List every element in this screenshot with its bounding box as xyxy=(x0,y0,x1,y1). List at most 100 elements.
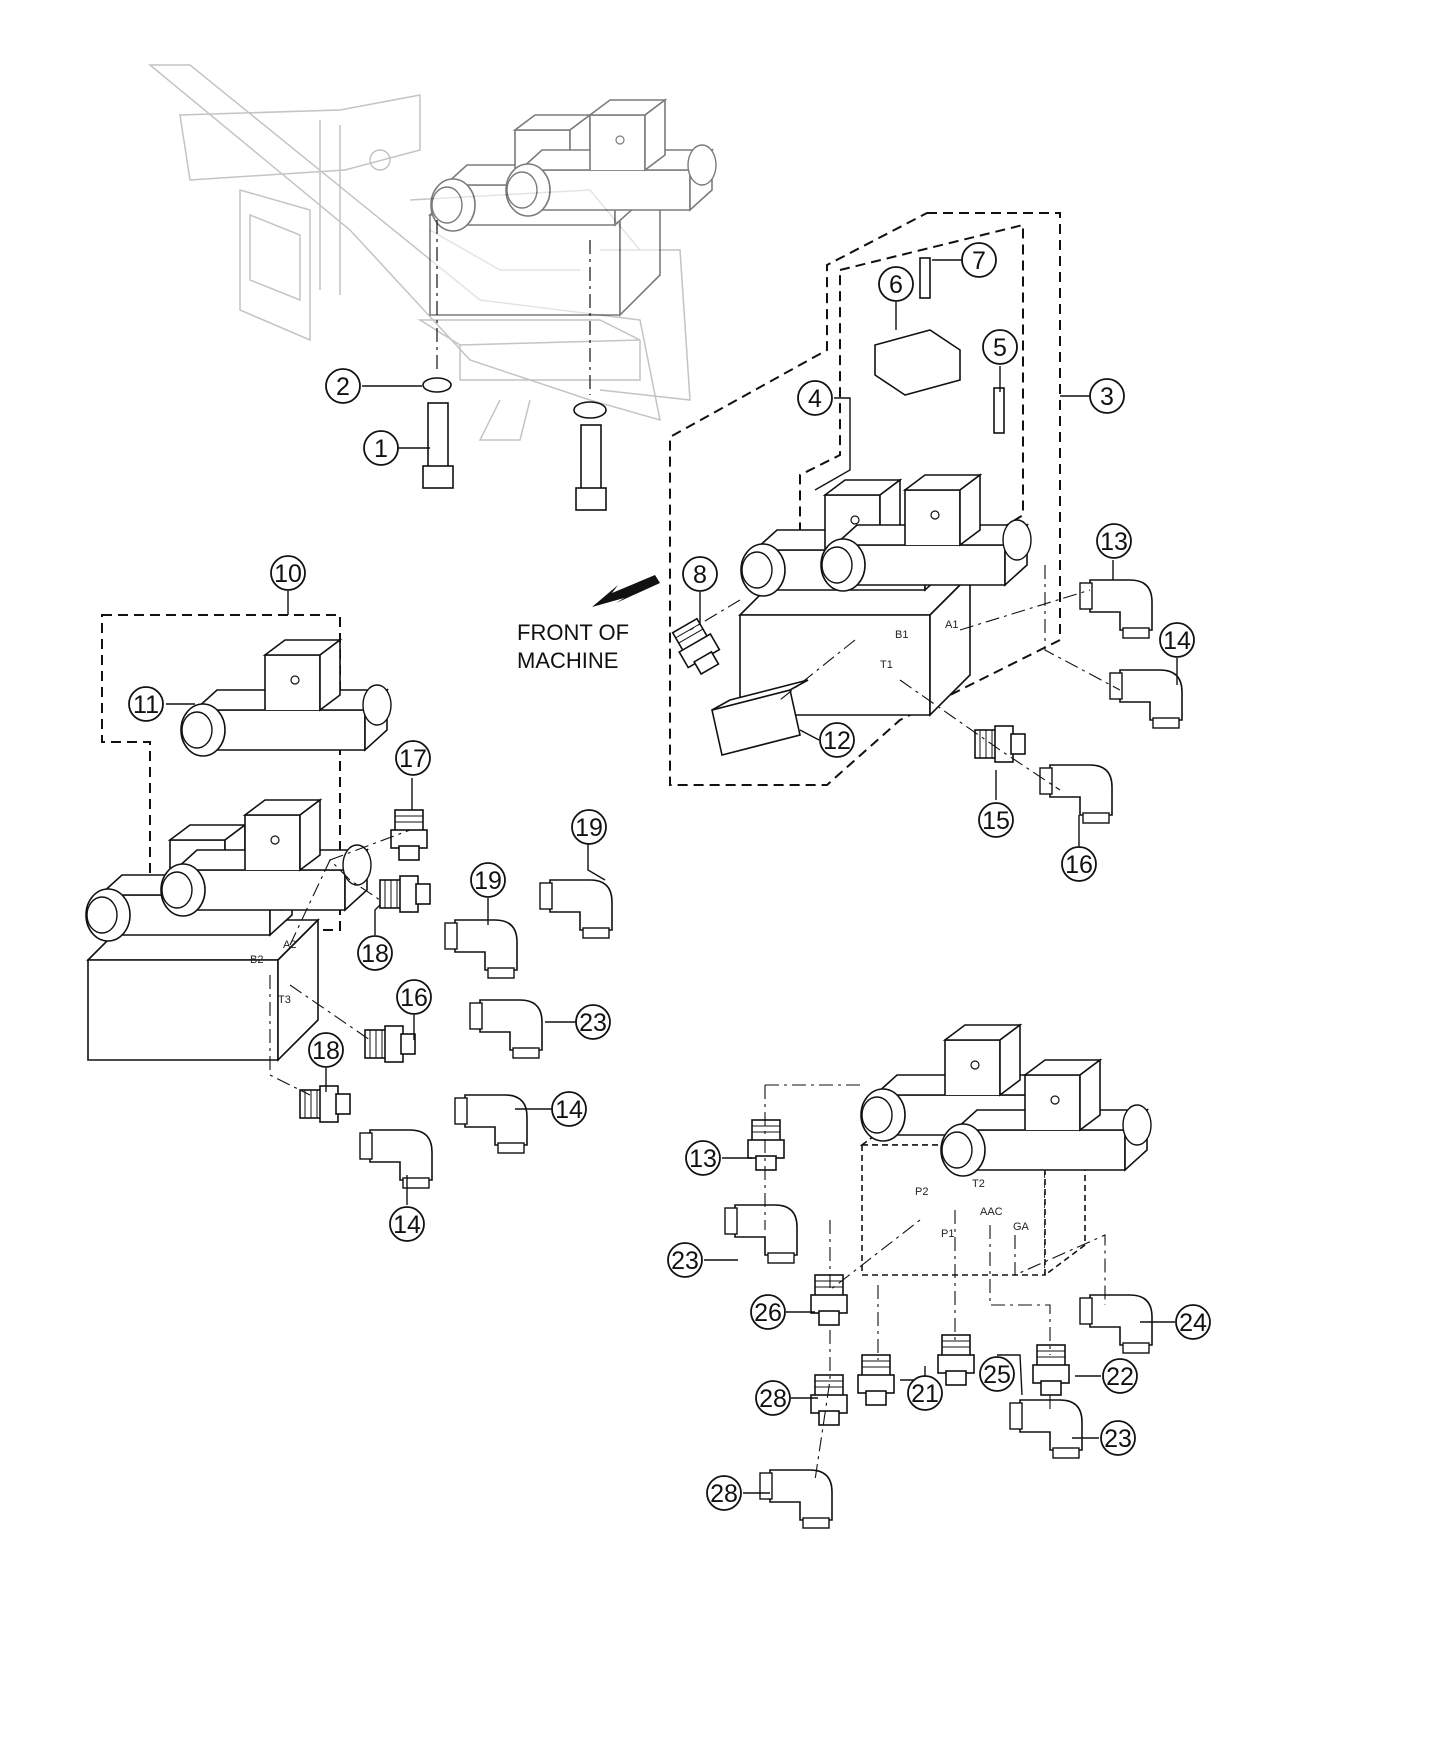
callout-circle xyxy=(396,979,432,1015)
elbow-14b xyxy=(454,1094,528,1154)
callout-circle xyxy=(1159,622,1195,658)
ports-left: B2 A2 T3 xyxy=(250,939,296,1006)
callout-balloon: 5 xyxy=(982,329,1018,365)
callout-balloon: 22 xyxy=(1102,1358,1138,1394)
elbow-28 xyxy=(759,1469,833,1529)
callout-circle xyxy=(363,430,399,466)
callout-circle xyxy=(389,1206,425,1242)
callout-number: 19 xyxy=(575,814,603,842)
callout-circle xyxy=(706,1475,742,1511)
elbow-19 xyxy=(444,919,518,979)
callout-number: 11 xyxy=(133,691,159,719)
callout-balloon: 2 xyxy=(325,368,361,404)
callout-circle xyxy=(682,556,718,592)
callout-balloon: 16 xyxy=(1061,846,1097,882)
elbow-23c xyxy=(1009,1399,1083,1459)
callout-number: 15 xyxy=(982,807,1010,835)
callout-balloon: 14 xyxy=(389,1206,425,1242)
callout-circle xyxy=(128,686,164,722)
callout-circle xyxy=(1096,523,1132,559)
elbow-19b xyxy=(539,879,613,939)
callout-balloon: 25 xyxy=(979,1356,1015,1392)
callout-circle xyxy=(551,1091,587,1127)
bolt-and-washer-group xyxy=(422,220,607,511)
callout-circle xyxy=(982,329,1018,365)
callout-balloon: 13 xyxy=(1096,523,1132,559)
callout-number: 26 xyxy=(754,1299,782,1327)
callout-circle xyxy=(1089,378,1125,414)
port-label: T2 xyxy=(972,1178,985,1190)
fitting-18 xyxy=(379,875,431,913)
callout-circle xyxy=(750,1294,786,1330)
callout-number: 19 xyxy=(474,867,502,895)
callout-circle xyxy=(819,722,855,758)
callout-balloon: 7 xyxy=(961,242,997,278)
callout-circle xyxy=(1100,1420,1136,1456)
connector-12 xyxy=(711,679,809,756)
port-label: B2 xyxy=(250,954,263,966)
callout-balloon: 19 xyxy=(571,809,607,845)
callout-circle xyxy=(1061,846,1097,882)
callout-number: 17 xyxy=(399,745,427,773)
callout-balloon: 23 xyxy=(667,1242,703,1278)
callout-number: 24 xyxy=(1179,1309,1207,1337)
fitting-13 xyxy=(974,725,1026,763)
callout-circle xyxy=(685,1140,721,1176)
fitting-18b xyxy=(299,1085,351,1123)
callout-balloon: 24 xyxy=(1175,1304,1211,1340)
callout-balloon: 18 xyxy=(357,935,393,971)
callout-balloon: 15 xyxy=(978,802,1014,838)
callout-balloon: 28 xyxy=(755,1380,791,1416)
callout-number: 12 xyxy=(823,727,851,755)
callout-number: 23 xyxy=(1104,1425,1132,1453)
callout-balloon: 1 xyxy=(363,430,399,466)
callout-balloon: 8 xyxy=(682,556,718,592)
callout-number: 5 xyxy=(993,334,1007,362)
callout-balloon: 23 xyxy=(1100,1420,1136,1456)
callout-circle xyxy=(979,1356,1015,1392)
callout-number: 13 xyxy=(689,1145,717,1173)
fitting-28 xyxy=(810,1374,848,1426)
port-label: A1 xyxy=(945,619,958,631)
callout-circle xyxy=(308,1032,344,1068)
callout-circle xyxy=(470,862,506,898)
callout-circle xyxy=(1175,1304,1211,1340)
callout-balloon: 11 xyxy=(128,686,164,722)
callout-balloon: 6 xyxy=(878,266,914,302)
fitting-26 xyxy=(810,1274,848,1326)
callout-number: 8 xyxy=(693,561,707,589)
callout-balloon: 13 xyxy=(685,1140,721,1176)
port-label: P2 xyxy=(915,1186,928,1198)
callout-circle xyxy=(667,1242,703,1278)
fitting-22 xyxy=(1032,1344,1070,1396)
front-label-line1: FRONT OF xyxy=(517,620,629,645)
callout-number: 10 xyxy=(274,560,302,588)
port-label: T3 xyxy=(278,994,291,1006)
fitting-16b xyxy=(364,1025,416,1063)
callout-circle xyxy=(357,935,393,971)
callout-balloon: 16 xyxy=(396,979,432,1015)
leader-lines xyxy=(166,259,1178,1494)
callout-number: 22 xyxy=(1106,1363,1134,1391)
callout-balloon: 14 xyxy=(551,1091,587,1127)
fitting-21 xyxy=(857,1354,895,1406)
fitting-15 xyxy=(1109,669,1183,729)
callout-circle xyxy=(395,740,431,776)
callout-circle xyxy=(325,368,361,404)
callout-circle xyxy=(571,809,607,845)
callout-balloon: 14 xyxy=(1159,622,1195,658)
callout-number: 28 xyxy=(710,1480,738,1508)
assembly-lines xyxy=(269,565,1121,1481)
callout-balloon: 21 xyxy=(907,1375,943,1411)
elbow-23b xyxy=(724,1204,798,1264)
left-valve-assembly xyxy=(85,614,392,1061)
callout-number: 16 xyxy=(400,984,428,1012)
callout-balloon: 18 xyxy=(308,1032,344,1068)
ports-lower: P2 T2 P1 AAC GA xyxy=(915,1178,1030,1240)
elbow-14 xyxy=(359,1129,433,1189)
callout-circle xyxy=(270,555,306,591)
callout-balloon: 3 xyxy=(1089,378,1125,414)
